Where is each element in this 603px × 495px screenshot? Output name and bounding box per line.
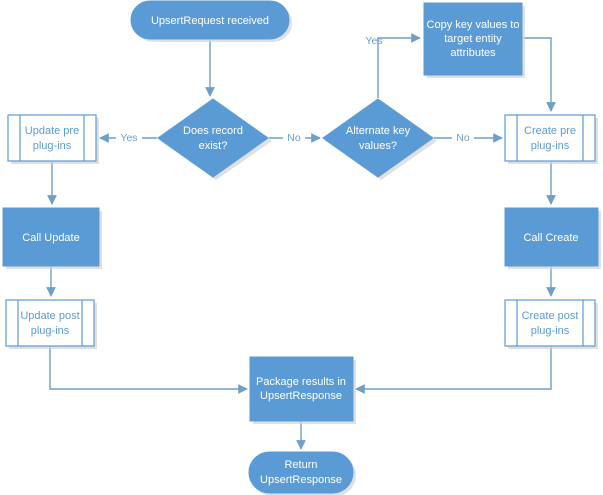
edge-update-post-to-package [49,346,248,394]
node-package-results[interactable]: Package results in UpsertResponse [249,356,356,424]
copy-key-values-label-line-3: attributes [450,47,496,59]
node-alternate-key-values[interactable]: Alternate key values? [322,98,437,180]
node-copy-key-values[interactable]: Copy key values to target entity attribu… [423,2,525,78]
edge-label-no-middle: No [287,132,301,144]
node-start[interactable]: UpsertRequest received [130,0,292,42]
package-results-label-line-2: UpsertResponse [260,390,342,402]
copy-key-values-shape [423,2,523,76]
edge-label-no-right: No [456,132,470,144]
start-label-line-1: UpsertRequest received [151,15,269,27]
does-record-exist-shape [157,98,269,178]
no-middle-label-bg [283,130,305,146]
create-pre-plug-ins-label-line-1: Create pre [524,125,576,137]
return-shape [248,451,354,494]
alternate-key-values-label-line-2: values? [359,140,397,152]
update-pre-plug-ins-label-line-2: plug-ins [33,140,72,152]
node-does-record-exist[interactable]: Does record exist? [157,98,272,180]
edge-label-yes-top: Yes [365,35,382,47]
copy-key-values-label-line-2: target entity [444,33,502,45]
return-label-line-2: UpsertResponse [260,474,342,486]
node-call-create[interactable]: Call Create [504,207,601,269]
edge-label-yes-left: Yes [120,132,137,144]
node-create-post-plug-ins[interactable]: Create post plug-ins [504,299,598,349]
edge-alternate-key-values-yes [377,33,421,98]
node-update-post-plug-ins[interactable]: Update post plug-ins [5,299,97,349]
copy-key-values-label-line-1: Copy key values to [427,19,520,31]
node-create-pre-plug-ins[interactable]: Create pre plug-ins [504,114,598,164]
node-call-update[interactable]: Call Update [2,207,102,269]
alternate-key-values-label-line-1: Alternate key [346,125,411,137]
edge-labels-layer: Yes No Yes No [116,35,474,146]
create-pre-plug-ins-shape [504,114,596,162]
call-update-shape [2,207,100,267]
no-right-label-bg [452,130,474,146]
call-create-label: Call Create [523,232,578,244]
call-create-shape [504,207,599,267]
create-post-plug-ins-label-line-1: Create post [522,310,579,322]
update-pre-plug-ins-shape [7,114,97,162]
create-post-plug-ins-shape [504,299,596,347]
edge-copy-key-values-to-create-pre [522,37,556,112]
node-update-pre-plug-ins[interactable]: Update pre plug-ins [7,114,99,164]
package-results-shape [249,356,354,422]
yes-left-label-bg [116,130,142,146]
create-pre-plug-ins-label-line-2: plug-ins [531,140,570,152]
start-shape [130,0,290,40]
update-post-plug-ins-shape [5,299,95,347]
return-label-line-1: Return [284,459,317,471]
update-post-plug-ins-label-line-2: plug-ins [31,325,70,337]
update-pre-plug-ins-label-line-1: Update pre [25,125,79,137]
update-post-plug-ins-label-line-1: Update post [20,310,79,322]
does-record-exist-label-line-1: Does record [183,125,243,137]
call-update-label: Call Update [22,232,79,244]
node-return[interactable]: Return UpsertResponse [248,451,356,495]
alternate-key-values-shape [322,98,434,178]
edge-create-post-to-package [355,346,552,394]
does-record-exist-label-line-2: exist? [199,140,228,152]
package-results-label-line-1: Package results in [256,376,346,388]
create-post-plug-ins-label-line-2: plug-ins [531,325,570,337]
